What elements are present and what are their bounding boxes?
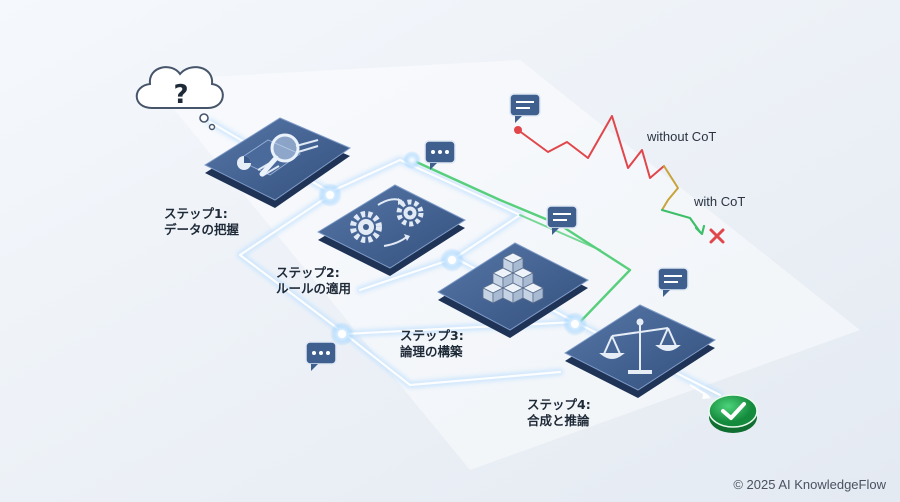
step-1-desc: データの把握 [164,222,240,237]
cubes-icon [482,252,544,304]
step-3-label: ステップ3: 論理の構築 [400,328,464,360]
speech-bubbles [305,93,689,371]
step-2-tile [316,184,467,276]
speech-bubble-dots-icon [305,341,337,371]
question-cloud-icon: ? [135,66,224,131]
step-4-title: ステップ4: [527,397,591,412]
speech-bubble-lines-icon [546,205,578,235]
step-2-desc: ルールの適用 [276,281,352,296]
magnifier-chart-icon [237,133,319,177]
speech-bubble-dots-icon [424,140,456,170]
check-circle-icon [708,394,758,433]
step-1-tile [203,117,352,208]
with-cot-label: with CoT [694,194,746,209]
step-4-tile [563,304,717,398]
step-3-desc: 論理の構築 [400,344,463,359]
x-mark-icon [709,228,725,244]
step-1-label: ステップ1: データの把握 [164,206,239,238]
without-cot-path [517,115,665,179]
speech-bubble-lines-icon [509,93,541,123]
svg-text:?: ? [173,80,188,110]
path-nodes [318,151,587,346]
step-3-title: ステップ3: [400,328,464,343]
step-2-title: ステップ2: [276,265,340,280]
speech-bubble-lines-icon [657,267,689,297]
balance-scale-icon [599,318,681,374]
step-3-tile [437,242,590,338]
comparison-paths [514,115,706,236]
step-4-label: ステップ4: 合成と推論 [527,397,591,429]
without-cot-label: without CoT [647,129,717,144]
path-network [206,118,724,399]
result-arrow [689,384,711,399]
gears-icon [350,198,424,247]
step-1-title: ステップ1: [164,206,228,221]
step-2-label: ステップ2: ルールの適用 [276,265,351,297]
step-4-desc: 合成と推論 [527,413,590,428]
copyright: © 2025 AI KnowledgeFlow [733,477,886,492]
